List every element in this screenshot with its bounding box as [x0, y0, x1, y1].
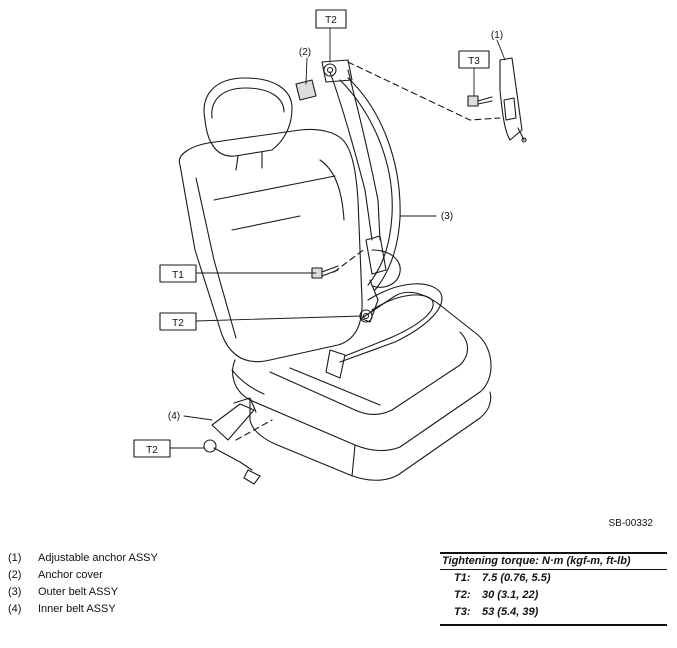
callout-t2-top: T2: [315, 9, 347, 29]
legend-number: (2): [8, 569, 22, 581]
retractor: [359, 235, 401, 323]
parts-legend: (1) Adjustable anchor ASSY (2) Anchor co…: [8, 550, 158, 618]
torque-value: 7.5 (0.76, 5.5): [482, 572, 551, 584]
torque-value: 53 (5.4, 39): [482, 606, 539, 618]
bolt-t3: [467, 95, 493, 107]
legend-number: (4): [8, 603, 22, 615]
torque-value: 30 (3.1, 22): [482, 589, 539, 601]
seat-back: [178, 128, 363, 363]
torque-row: T1: 7.5 (0.76, 5.5): [440, 570, 667, 587]
svg-text:T2: T2: [325, 15, 337, 26]
legend-item: (2) Anchor cover: [8, 567, 158, 584]
torque-key: T2:: [454, 589, 471, 601]
legend-number: (1): [8, 552, 22, 564]
legend-item: (3) Outer belt ASSY: [8, 584, 158, 601]
leader-lines: [169, 27, 506, 449]
svg-text:T3: T3: [468, 56, 480, 67]
callout-t2-bottom: T2: [133, 439, 171, 458]
callout-2: (2): [299, 47, 311, 58]
torque-title: Tightening torque: N·m (kgf-m, ft-lb): [440, 552, 667, 570]
upper-anchor: [295, 59, 353, 101]
torque-key: T1:: [454, 572, 471, 584]
legend-label: Adjustable anchor ASSY: [38, 552, 158, 564]
legend-item: (4) Inner belt ASSY: [8, 601, 158, 618]
legend-item: (1) Adjustable anchor ASSY: [8, 550, 158, 567]
callout-3: (3): [441, 211, 453, 222]
callout-t3: T3: [458, 50, 490, 69]
torque-row: T3: 53 (5.4, 39): [440, 604, 667, 621]
legend-label: Outer belt ASSY: [38, 586, 119, 598]
figure-reference: SB-00332: [608, 518, 653, 529]
headrest: [203, 77, 293, 171]
torque-key: T3:: [454, 606, 471, 618]
callout-1: (1): [491, 30, 503, 41]
dashed-guides: [235, 61, 501, 441]
callout-t2-mid: T2: [159, 312, 197, 331]
outer-belt: [325, 69, 443, 379]
callout-t1: T1: [159, 264, 197, 283]
seat-belt-diagram: T2 T3 T1 T2 T2 (1) (2) (3) (4): [133, 9, 527, 485]
inner-belt: [203, 397, 261, 485]
adjustable-anchor: [499, 57, 527, 143]
svg-text:T2: T2: [146, 445, 158, 456]
svg-text:T1: T1: [172, 270, 184, 281]
legend-label: Inner belt ASSY: [38, 603, 116, 615]
svg-text:T2: T2: [172, 318, 184, 329]
callout-4: (4): [168, 411, 180, 422]
torque-table: Tightening torque: N·m (kgf-m, ft-lb) T1…: [440, 552, 667, 626]
legend-number: (3): [8, 586, 22, 598]
legend-label: Anchor cover: [38, 569, 103, 581]
torque-row: T2: 30 (3.1, 22): [440, 587, 667, 604]
